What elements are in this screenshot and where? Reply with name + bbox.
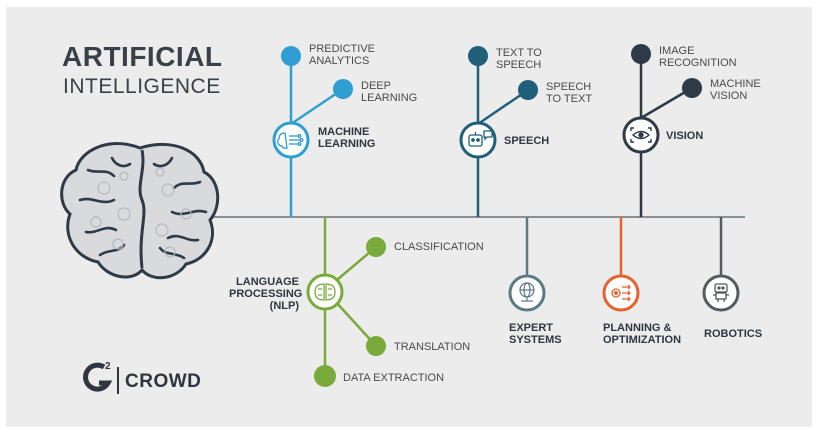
nlp-brain-icon [314, 283, 336, 301]
robotics-label: ROBOTICS [704, 328, 763, 340]
predictive-analytics-label: PREDICTIVE ANALYTICS [309, 43, 376, 67]
text-to-speech-label: TEXT TO SPEECH [496, 47, 542, 71]
text-to-speech-node [468, 46, 488, 66]
g2-superscript: 2 [105, 361, 111, 372]
deep-learning-node [333, 79, 353, 99]
planning-branch [602, 217, 640, 312]
image-recognition-node [631, 44, 651, 64]
g2-logo-mark [83, 362, 119, 394]
machine-vision-node [682, 78, 702, 98]
translation-label: TRANSLATION [394, 341, 471, 353]
speech-robot-icon [468, 130, 493, 147]
gears-arrows-icon [611, 284, 631, 302]
planning-node [602, 274, 640, 312]
classification-label: CLASSIFICATION [394, 241, 484, 253]
data-extraction-label: DATA EXTRACTION [343, 372, 445, 384]
machine-vision-label: MACHINE VISION [710, 78, 761, 102]
planning-label: PLANNING & OPTIMIZATION [603, 322, 682, 346]
brain-icon [60, 142, 220, 280]
vision-label: VISION [666, 130, 704, 142]
ml-brain-circuit-icon [277, 132, 304, 149]
image-recognition-label: IMAGE RECOGNITION [659, 45, 737, 69]
expert-systems-label: EXPERT SYSTEMS [509, 322, 562, 346]
data-extraction-node [314, 365, 336, 387]
speech-branch [459, 46, 538, 217]
classification-node [366, 237, 386, 257]
title-line-1: ARTIFICIAL [62, 41, 223, 72]
globe-network-icon [519, 282, 535, 302]
nlp-branch [306, 217, 386, 387]
translation-node [366, 336, 386, 356]
speech-label: SPEECH [504, 135, 550, 147]
expert-systems-node [508, 274, 546, 312]
nlp-node [306, 273, 344, 311]
eye-icon [630, 127, 652, 143]
predictive-analytics-node [281, 46, 301, 66]
speech-to-text-node [518, 80, 538, 100]
machine-learning-branch [272, 46, 353, 217]
expert-systems-branch [508, 217, 546, 312]
logo-name: CROWD [125, 371, 202, 392]
robotics-branch [702, 217, 740, 312]
vision-branch [622, 44, 702, 217]
robot-icon [713, 283, 729, 302]
speech-to-text-label: SPEECH TO TEXT [546, 81, 593, 105]
deep-learning-label: DEEP LEARNING [361, 80, 418, 104]
title-line-2: INTELLIGENCE [63, 75, 221, 98]
machine-learning-label: MACHINE LEARNING [318, 126, 376, 150]
nlp-label: LANGUAGE PROCESSING (NLP) [229, 276, 303, 312]
